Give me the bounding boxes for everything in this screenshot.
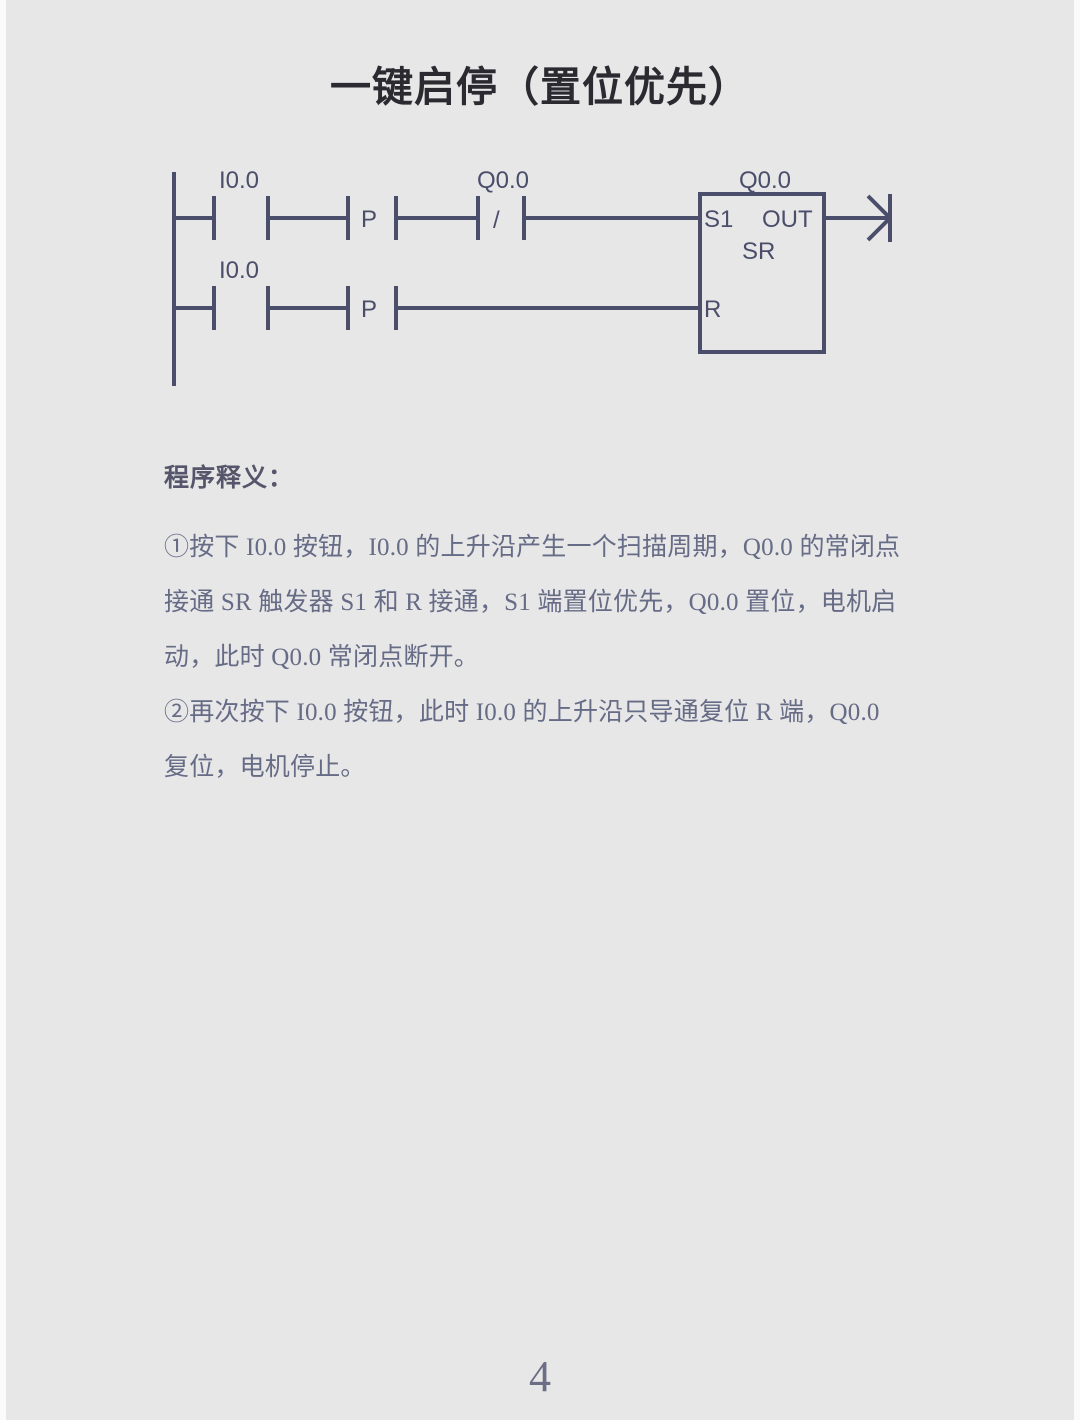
rung2-contact-label: I0.0 (219, 257, 259, 284)
explanation-section: 程序释义： ①按下 I0.0 按钮，I0.0 的上升沿产生一个扫描周期，Q0.0… (164, 458, 954, 795)
sr-block-body (698, 192, 826, 354)
ladder-diagram: I0.0 I0.0 Q0.0 Q0.0 P P / S1 R OUT SR (6, 160, 1074, 410)
coil-output-icon (866, 194, 892, 242)
rung1-contact-label: I0.0 (219, 167, 259, 194)
explanation-line: ②再次按下 I0.0 按钮，此时 I0.0 的上升沿只导通复位 R 端，Q0.0 (164, 699, 880, 726)
sr-block-label: Q0.0 (739, 167, 791, 194)
explanation-body: ①按下 I0.0 按钮，I0.0 的上升沿产生一个扫描周期，Q0.0 的常闭点 … (164, 520, 954, 795)
explanation-heading: 程序释义： (164, 464, 295, 492)
rung1-p-label: P (361, 206, 377, 233)
sr-type-label: SR (742, 238, 775, 265)
explanation-line: 复位，电机停止。 (164, 754, 366, 781)
rung2-p-label: P (361, 296, 377, 323)
explanation-line: 动，此时 Q0.0 常闭点断开。 (164, 644, 480, 671)
page-number: 4 (529, 1352, 551, 1401)
explanation-line: ①按下 I0.0 按钮，I0.0 的上升沿产生一个扫描周期，Q0.0 的常闭点 (164, 534, 901, 561)
nc-slash-symbol: / (493, 207, 500, 234)
sr-output-label: OUT (762, 206, 813, 233)
sr-input-set-label: S1 (704, 206, 733, 233)
rung1-nc-contact-label: Q0.0 (477, 167, 529, 194)
sr-input-reset-label: R (704, 296, 721, 323)
explanation-line: 接通 SR 触发器 S1 和 R 接通，S1 端置位优先，Q0.0 置位，电机启 (164, 589, 897, 616)
page-title: 一键启停（置位优先） (330, 64, 750, 110)
